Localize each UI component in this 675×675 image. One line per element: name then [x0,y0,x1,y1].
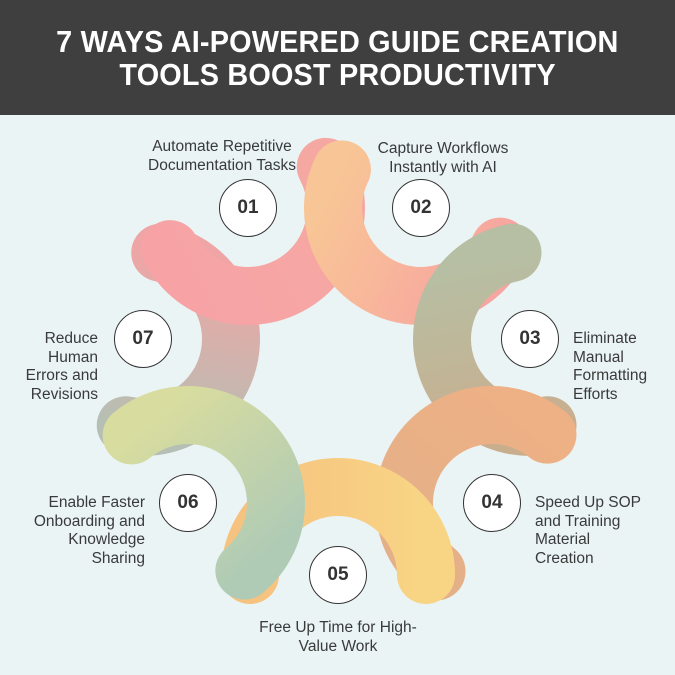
label-line: Instantly with AI [389,158,497,176]
label-line: Manual [573,348,624,366]
label-line: Eliminate [573,330,637,347]
label-line: Onboarding and [33,512,145,530]
label-line: Speed Up SOP [535,494,641,511]
label-line: Automate Repetitive [152,138,292,155]
arc-segment-06 [102,386,305,600]
label-line: Documentation Tasks [148,156,296,174]
step-label-05: Free Up Time for High-Value Work [259,619,417,656]
label-line: Knowledge [68,531,145,548]
step-number-05: 05 [309,546,367,604]
label-line: Human [48,348,98,366]
label-line: Efforts [573,385,618,403]
label-line: and Training [535,512,621,530]
label-line: Enable Faster [48,494,146,511]
label-line: Free Up Time for High- [259,619,417,636]
step-number-02: 02 [392,179,450,237]
label-line: Revisions [30,385,98,403]
title-line-1: 7 WAYS AI-POWERED GUIDE CREATION [56,23,619,59]
step-number-01: 01 [219,179,277,237]
label-line: Errors and [25,367,98,384]
label-line: Reduce [44,330,98,347]
label-line: Creation [535,549,594,567]
label-line: Formatting [573,367,648,384]
step-number-07: 07 [114,310,172,368]
label-line: Capture Workflows [377,140,509,157]
title-line-2: TOOLS BOOST PRODUCTIVITY [119,56,556,92]
step-number-06: 06 [159,474,217,532]
step-number-04: 04 [463,474,521,532]
step-number-03: 03 [501,310,559,368]
label-line: Value Work [298,637,378,655]
header: 7 WAYS AI-POWERED GUIDE CREATION TOOLS B… [0,0,675,115]
label-line: Sharing [91,549,145,567]
label-line: Material [535,531,591,548]
